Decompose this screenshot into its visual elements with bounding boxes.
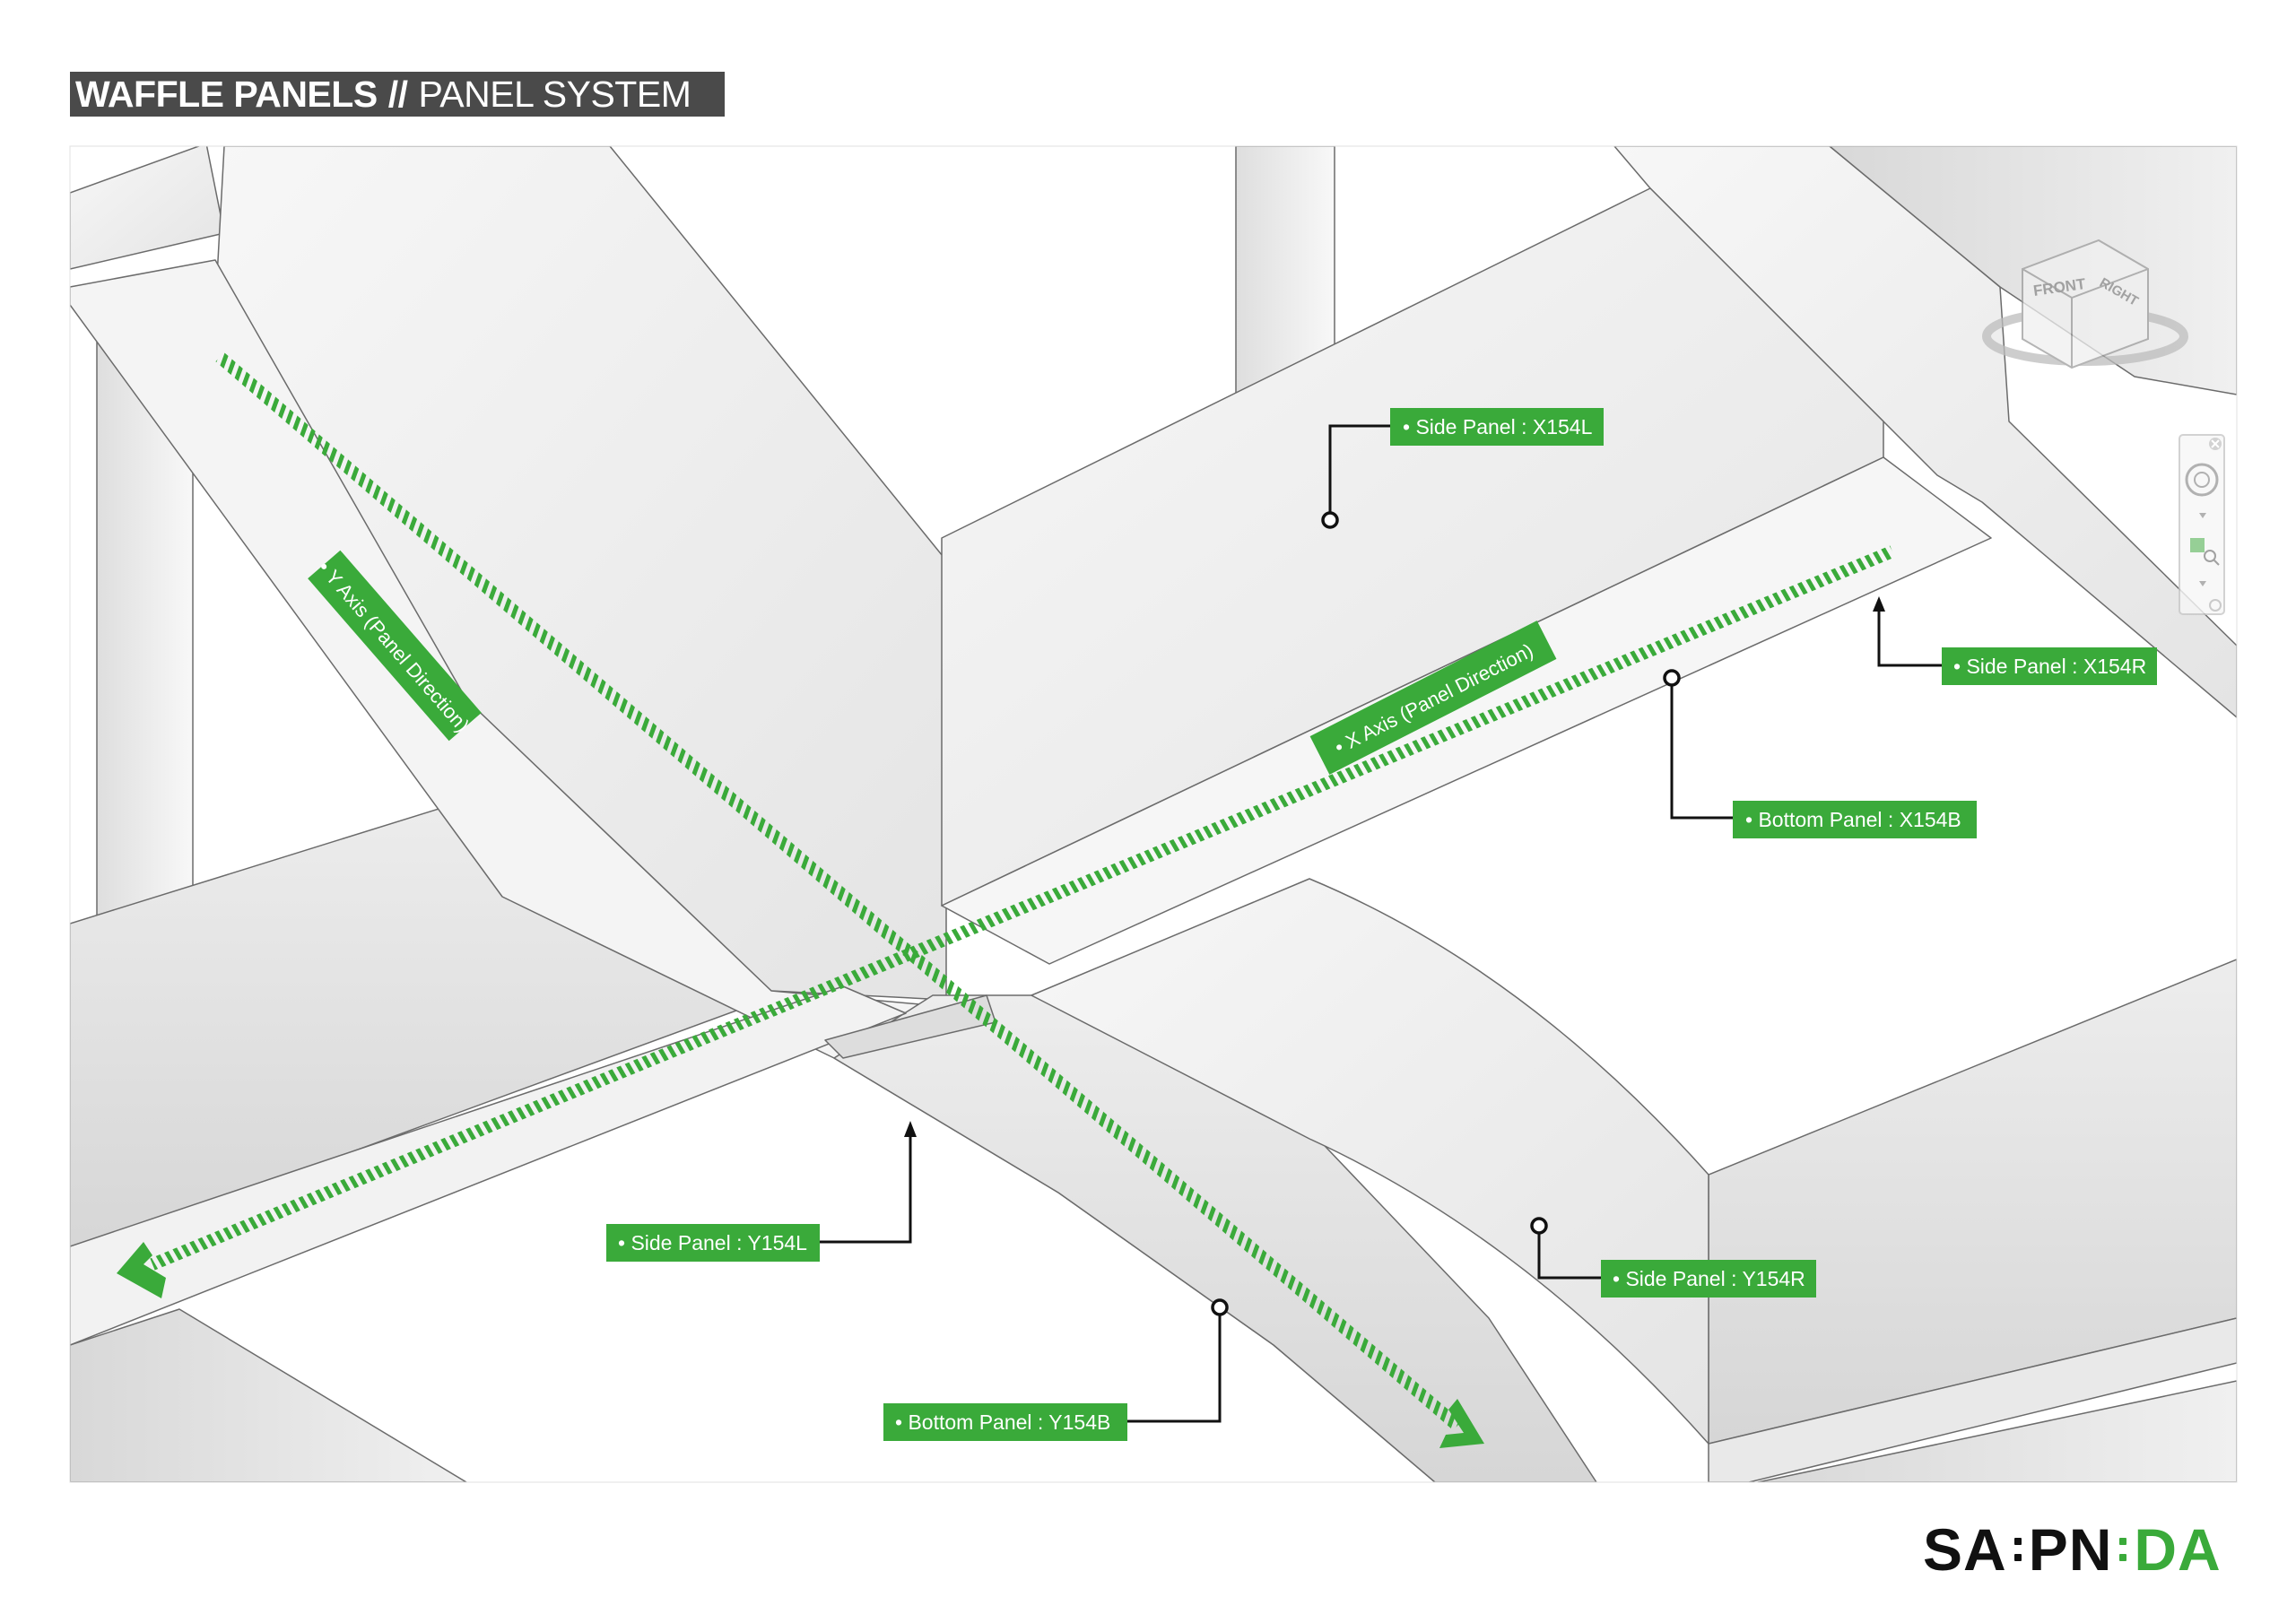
x-beam-lower-left: [70, 985, 907, 1346]
y-axis-arrow: [215, 352, 1484, 1448]
company-logo: SA PN DA: [1923, 1514, 2237, 1585]
callout-bottom-y154b: • Bottom Panel : Y154B: [883, 1403, 1127, 1441]
callout-side-y154l-text: • Side Panel : Y154L: [618, 1231, 807, 1254]
title-bold: WAFFLE PANELS: [75, 73, 378, 115]
logo-part-sa: SA: [1923, 1516, 2007, 1583]
callout-side-x154l: • Side Panel : X154L: [1390, 408, 1604, 446]
bottom-left-slab: [70, 1308, 467, 1482]
callout-side-x154l-text: • Side Panel : X154L: [1403, 415, 1593, 438]
title-light: PANEL SYSTEM: [418, 73, 691, 115]
zoom-icon[interactable]: [2190, 538, 2220, 566]
callout-side-x154r-text: • Side Panel : X154R: [1953, 655, 2146, 678]
settings-icon[interactable]: [2209, 599, 2222, 612]
steering-wheel-icon[interactable]: [2185, 463, 2219, 497]
lower-right-bottom: [1708, 1317, 2237, 1482]
leader-side-y154r: [1537, 1226, 1601, 1280]
y-axis-arrowhead: [1439, 1399, 1484, 1448]
leader-bottom-y154b: [1126, 1307, 1222, 1423]
logo-part-pn: PN: [2028, 1516, 2113, 1583]
callout-side-x154r: • Side Panel : X154R: [1942, 647, 2157, 685]
callout-side-y154l: • Side Panel : Y154L: [606, 1224, 820, 1262]
bottom-right-slab: [1757, 1380, 2237, 1482]
logo-colon-2: [2119, 1523, 2127, 1576]
leader-side-y154l: [812, 1125, 912, 1244]
y-beam-lower-side: [833, 994, 1597, 1482]
callout-bottom-y154b-text: • Bottom Panel : Y154B: [895, 1410, 1110, 1434]
target-bottom-y154b: [1211, 1298, 1229, 1316]
arrowhead-side-y154l: [904, 1121, 917, 1137]
title-separator: //: [387, 73, 408, 115]
page-title: WAFFLE PANELS // PANEL SYSTEM: [70, 72, 725, 117]
arrowhead-side-x154r: [1873, 596, 1885, 612]
target-side-x154l: [1321, 511, 1339, 529]
logo-part-da: DA: [2134, 1516, 2222, 1583]
viewcube-icon[interactable]: FRONT RIGHT: [1982, 239, 2188, 369]
chevron-down-icon-2[interactable]: [2199, 581, 2206, 586]
navigation-bar-icon[interactable]: [2179, 434, 2225, 615]
close-icon[interactable]: [2209, 438, 2222, 450]
logo-colon-1: [2013, 1523, 2022, 1576]
x-axis-arrow: [117, 545, 1895, 1298]
callout-bottom-x154b: • Bottom Panel : X154B: [1733, 801, 1977, 838]
callout-side-y154r: • Side Panel : Y154R: [1601, 1260, 1816, 1298]
callout-bottom-x154b-text: • Bottom Panel : X154B: [1745, 808, 1961, 831]
target-bottom-x154b: [1663, 669, 1681, 687]
curved-lower-slab: [1031, 878, 1709, 1445]
leader-side-x154r: [1877, 601, 1942, 667]
target-side-y154r: [1530, 1217, 1548, 1235]
chevron-down-icon[interactable]: [2199, 513, 2206, 518]
callout-side-y154r-text: • Side Panel : Y154R: [1613, 1267, 1805, 1290]
leader-side-x154l: [1328, 424, 1390, 520]
x-beam-side: [941, 187, 1884, 907]
leader-bottom-x154b: [1670, 681, 1733, 820]
x-axis-arrowhead: [117, 1242, 166, 1298]
